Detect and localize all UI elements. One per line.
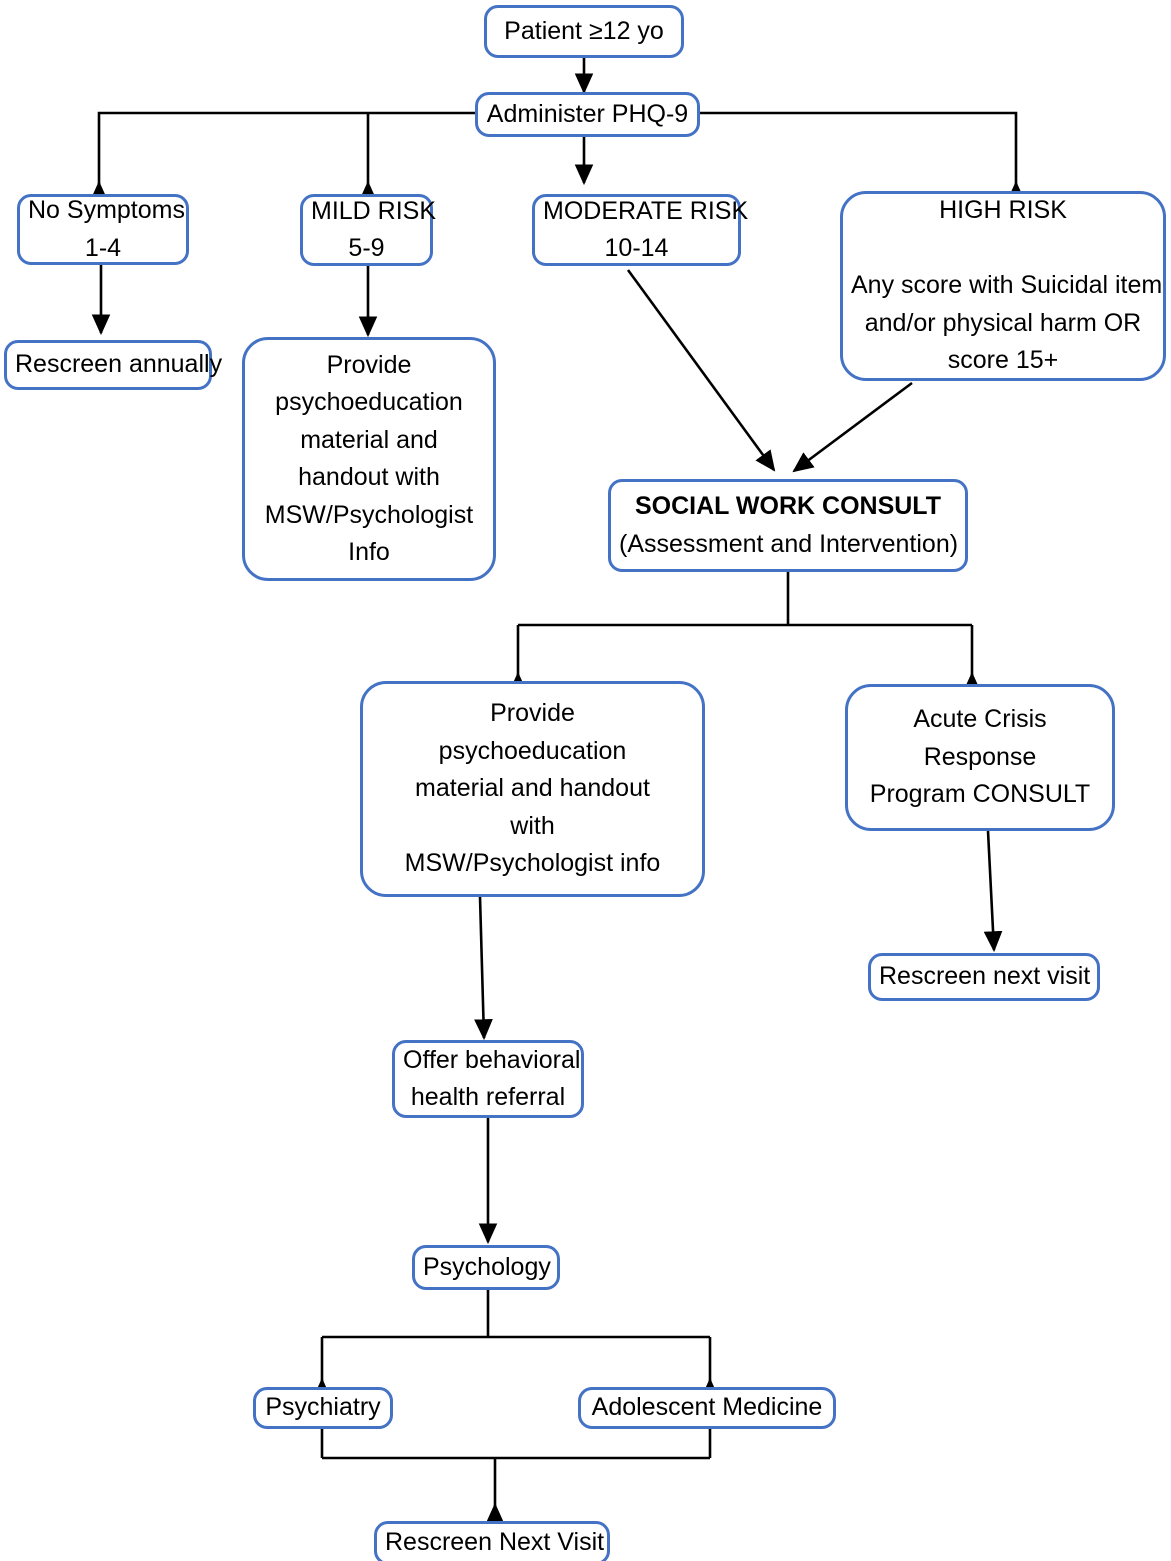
edge-high-to-swc bbox=[792, 381, 913, 473]
node-rescreen-next-visit-bottom-line-0: Rescreen Next Visit bbox=[385, 1528, 605, 1557]
node-adolescent-medicine[interactable]: Adolescent Medicine bbox=[578, 1387, 836, 1429]
node-psychology-line-0: Psychology bbox=[423, 1252, 551, 1281]
node-moderate-risk-line-0: MODERATE RISK bbox=[543, 196, 749, 225]
node-no-symptoms-line-1: 1-4 bbox=[84, 233, 122, 262]
node-psychoeducation-sw-line-4: MSW/Psychologist info bbox=[404, 849, 661, 878]
node-psychoeducation-sw-line-3: with bbox=[510, 811, 555, 840]
node-psychoeducation-social-work[interactable]: Provide psychoeducation material and han… bbox=[360, 681, 705, 897]
node-moderate-risk[interactable]: MODERATE RISK 10-14 bbox=[532, 194, 749, 266]
node-administer-phq9[interactable]: Administer PHQ-9 bbox=[475, 92, 700, 137]
node-mild-risk-line-0: MILD RISK bbox=[311, 196, 437, 225]
edge-acute-to-rescreen bbox=[983, 830, 1003, 953]
node-social-work-consult-line-1: (Assessment and Intervention) bbox=[619, 529, 959, 558]
node-offer-referral-line-1: health referral bbox=[410, 1083, 566, 1111]
node-rescreen-annually-line-0: Rescreen annually bbox=[15, 350, 223, 379]
node-high-risk[interactable]: HIGH RISK Any score with Suicidal item a… bbox=[840, 191, 1166, 381]
node-psychoeducation-mild[interactable]: Provide psychoeducation material and han… bbox=[242, 337, 496, 581]
node-acute-crisis-line-0: Acute Crisis bbox=[913, 705, 1047, 734]
node-high-risk-spacer bbox=[851, 230, 1155, 268]
node-psychoeducation-sw-line-2: material and handout bbox=[415, 774, 650, 803]
node-rescreen-annually[interactable]: Rescreen annually bbox=[4, 340, 223, 390]
node-rescreen-next-visit-right[interactable]: Rescreen next visit bbox=[868, 953, 1100, 1001]
node-no-symptoms-line-0: No Symptoms bbox=[28, 196, 185, 224]
node-administer-phq9-line-0: Administer PHQ-9 bbox=[486, 99, 689, 128]
node-acute-crisis-line-2: Program CONSULT bbox=[869, 780, 1091, 809]
node-rescreen-next-visit-bottom[interactable]: Rescreen Next Visit bbox=[374, 1521, 610, 1561]
node-psychology[interactable]: Psychology bbox=[412, 1245, 560, 1290]
node-patient[interactable]: Patient ≥12 yo bbox=[484, 5, 684, 58]
edge-moderate-to-swc bbox=[626, 269, 776, 472]
node-high-risk-line-2: Any score with Suicidal item bbox=[851, 271, 1163, 300]
node-psychoeducation-sw-line-1: psychoeducation bbox=[438, 736, 627, 765]
node-offer-behavioral-health-referral[interactable]: Offer behavioral health referral bbox=[392, 1040, 584, 1118]
node-psychoeducation-mild-line-1: psychoeducation bbox=[275, 388, 463, 416]
node-psychiatry[interactable]: Psychiatry bbox=[253, 1387, 393, 1429]
node-high-risk-line-0: HIGH RISK bbox=[939, 196, 1067, 225]
edge-psychoed-to-offer bbox=[474, 896, 493, 1041]
node-social-work-consult[interactable]: SOCIAL WORK CONSULT (Assessment and Inte… bbox=[608, 479, 968, 572]
node-psychoeducation-sw-line-0: Provide bbox=[490, 699, 575, 728]
node-moderate-risk-line-1: 10-14 bbox=[604, 234, 669, 262]
node-mild-risk-line-1: 5-9 bbox=[348, 234, 385, 262]
node-psychoeducation-mild-line-3: handout with bbox=[298, 463, 440, 491]
edge-bus-left bbox=[97, 111, 484, 186]
node-rescreen-next-visit-right-line-0: Rescreen next visit bbox=[879, 962, 1091, 991]
node-psychoeducation-mild-line-5: Info bbox=[348, 538, 390, 566]
node-psychiatry-line-0: Psychiatry bbox=[265, 1393, 381, 1422]
node-high-risk-line-3: and/or physical harm OR bbox=[864, 308, 1142, 337]
node-social-work-consult-line-0: SOCIAL WORK CONSULT bbox=[634, 492, 941, 520]
node-offer-referral-line-0: Offer behavioral bbox=[403, 1045, 581, 1074]
node-acute-crisis-response[interactable]: Acute Crisis Response Program CONSULT bbox=[845, 684, 1115, 831]
node-psychoeducation-mild-line-2: material and bbox=[300, 425, 438, 454]
node-high-risk-line-4: score 15+ bbox=[947, 346, 1059, 375]
edge-bus-right bbox=[698, 111, 1018, 186]
node-psychoeducation-mild-line-4: MSW/Psychologist bbox=[264, 500, 474, 529]
node-adolescent-medicine-line-0: Adolescent Medicine bbox=[591, 1393, 823, 1422]
node-mild-risk[interactable]: MILD RISK 5-9 bbox=[300, 194, 437, 266]
node-patient-line-0: Patient ≥12 yo bbox=[504, 16, 664, 45]
node-no-symptoms[interactable]: No Symptoms 1-4 bbox=[17, 194, 189, 265]
node-acute-crisis-line-1: Response bbox=[923, 742, 1037, 771]
node-psychoeducation-mild-line-0: Provide bbox=[326, 350, 412, 379]
